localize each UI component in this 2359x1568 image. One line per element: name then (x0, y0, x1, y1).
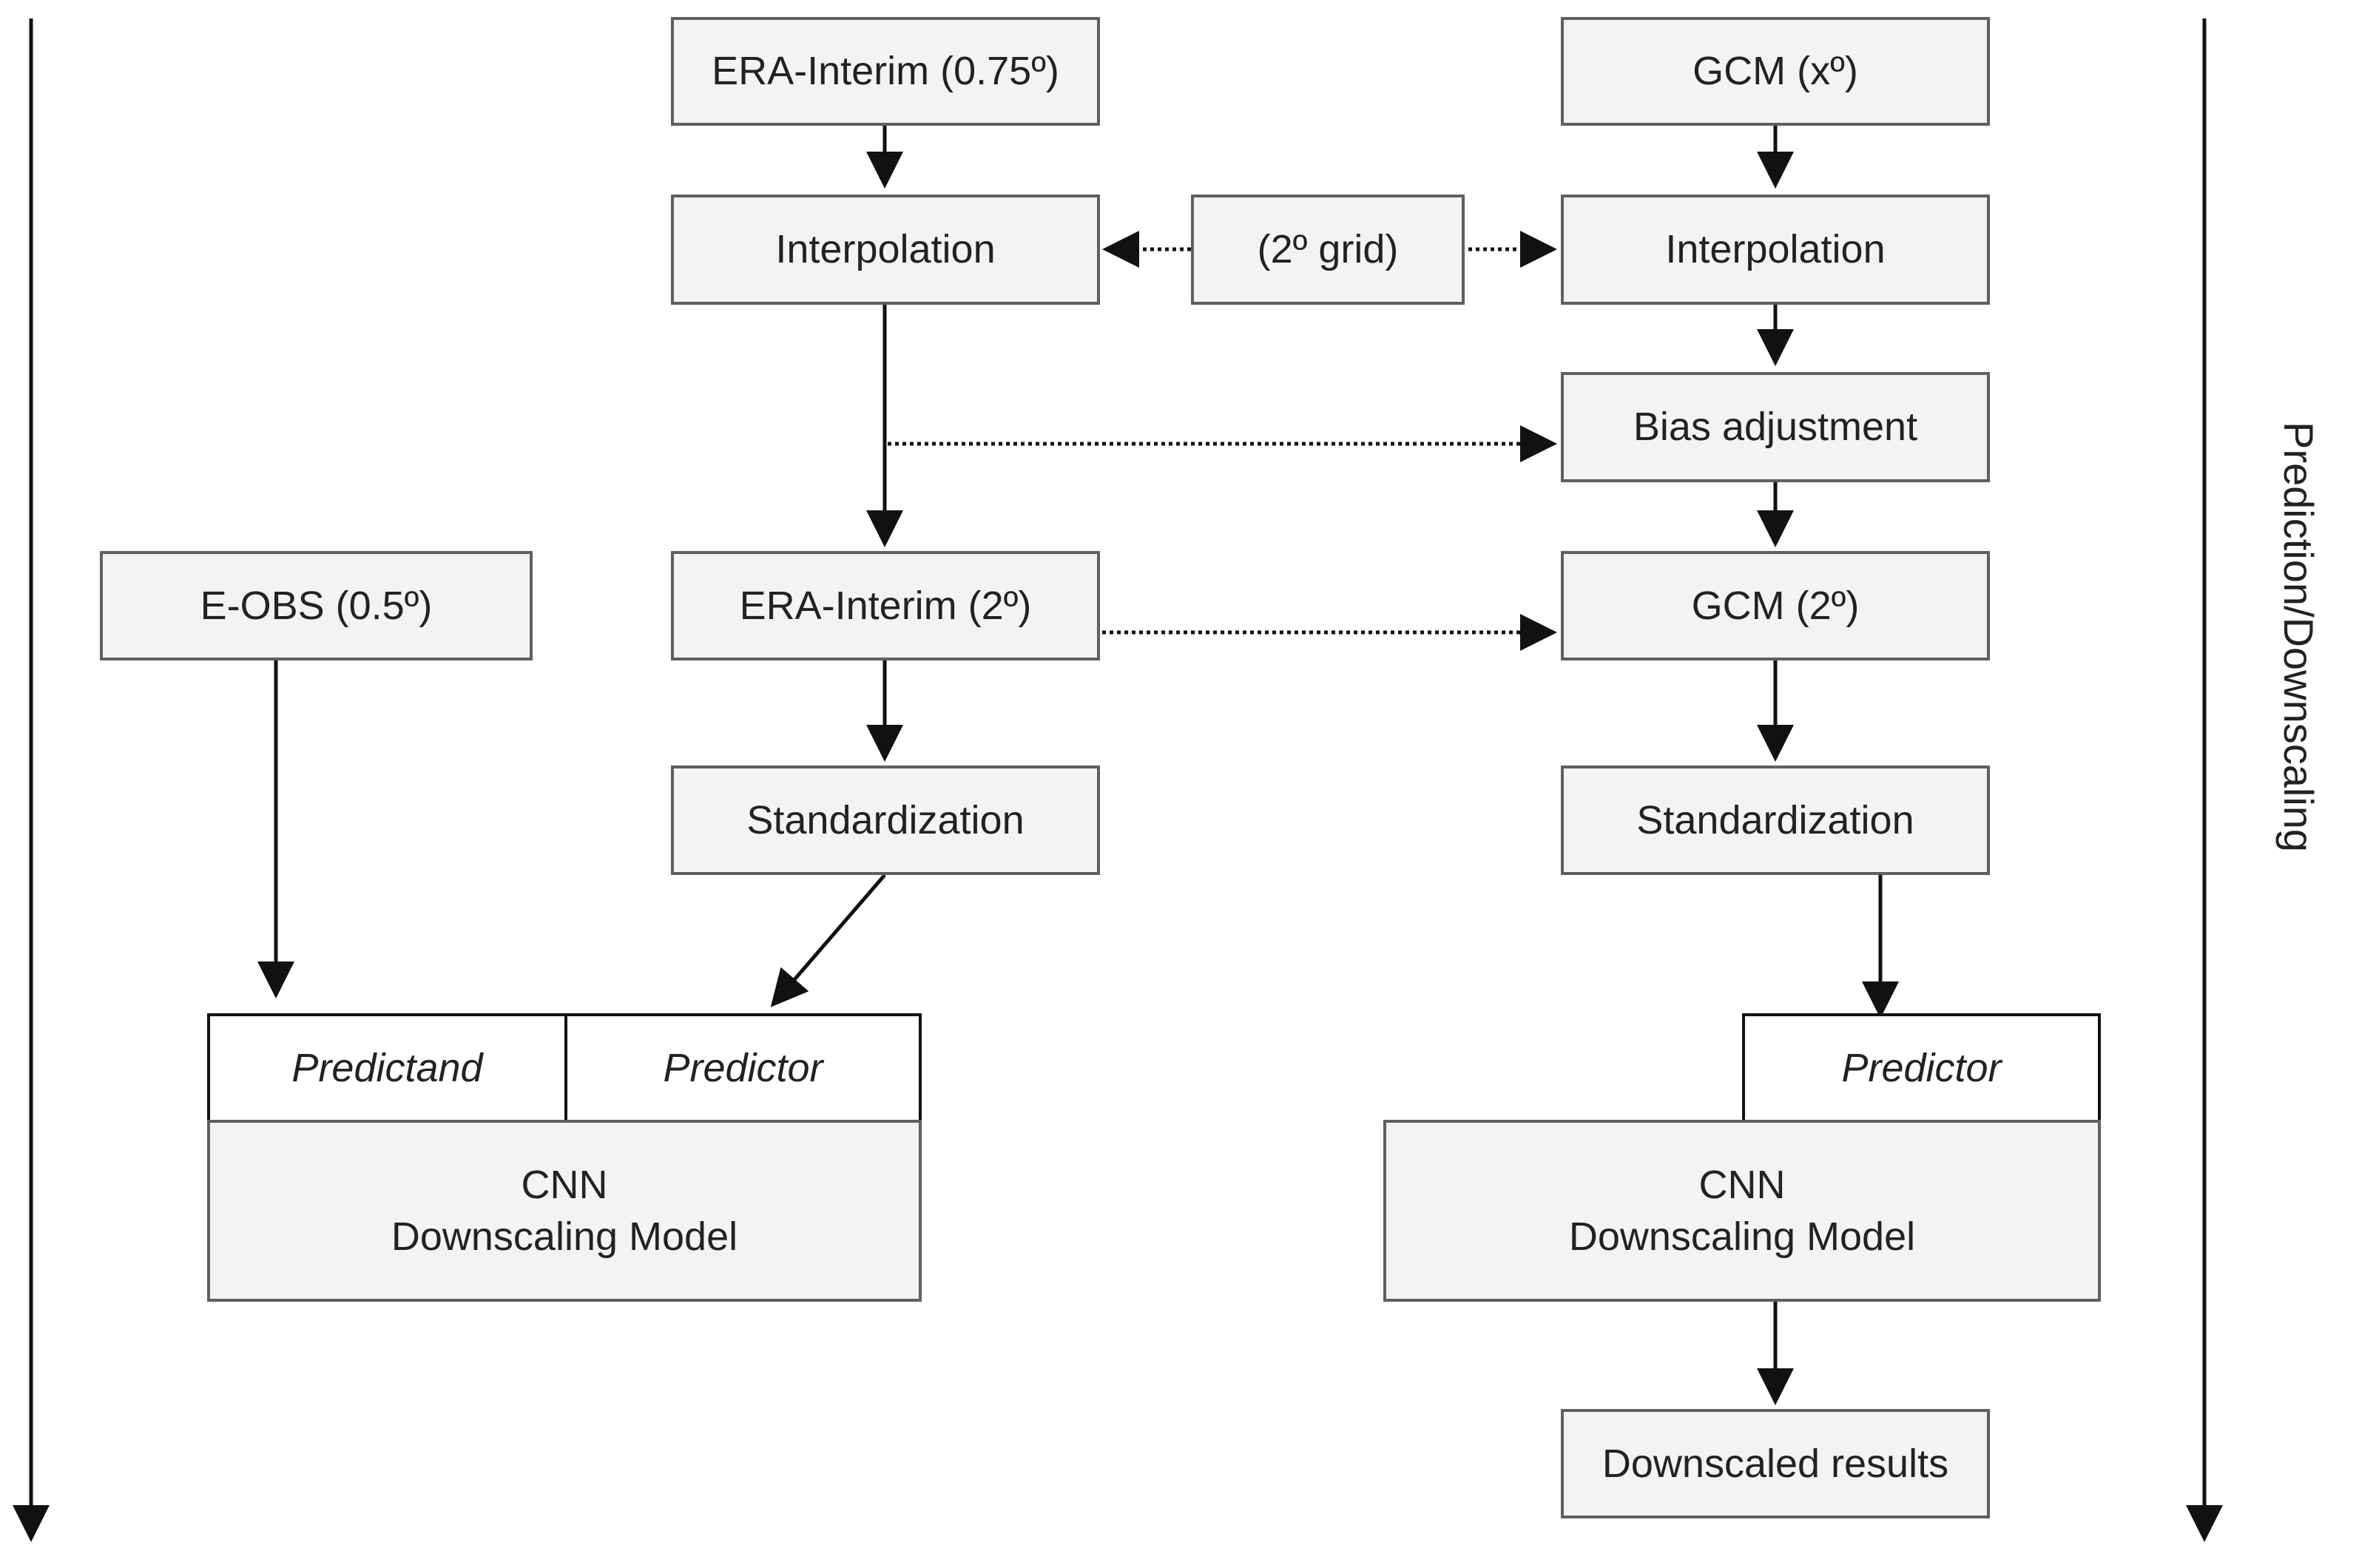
grid-2-box: (2º grid) (1191, 195, 1465, 305)
standardization-left-box: Standardization (671, 766, 1100, 875)
standardization-left-label: Standardization (746, 797, 1025, 842)
cnn-left-subtitle: Downscaling Model (391, 1214, 738, 1259)
cnn-right-box: CNN Downscaling Model (1383, 1120, 2101, 1302)
era-interim-2-box: ERA-Interim (2º) (671, 551, 1100, 660)
predictand-box: Predictand (207, 1013, 567, 1123)
predictor-right-box: Predictor (1742, 1013, 2101, 1123)
gcm-2-box: GCM (2º) (1561, 551, 1990, 660)
predictor-left-label: Predictor (663, 1045, 823, 1090)
gcm-x-label: GCM (xº) (1693, 49, 1858, 94)
gcm-x-box: GCM (xº) (1561, 17, 1990, 126)
interpolation-left-label: Interpolation (775, 227, 996, 272)
era-interim-2-label: ERA-Interim (2º) (739, 583, 1032, 628)
standardization-right-label: Standardization (1636, 797, 1914, 842)
interpolation-left-box: Interpolation (671, 195, 1100, 305)
bias-adjustment-label: Bias adjustment (1633, 405, 1918, 450)
bias-adjustment-box: Bias adjustment (1561, 372, 1990, 482)
cnn-right-subtitle: Downscaling Model (1568, 1214, 1916, 1259)
predictor-right-label: Predictor (1841, 1045, 2002, 1090)
era-interim-075-label: ERA-Interim (0.75º) (712, 49, 1059, 94)
cnn-left-box: CNN Downscaling Model (207, 1120, 922, 1302)
eobs-box: E-OBS (0.5º) (100, 551, 533, 660)
grid-2-label: (2º grid) (1257, 227, 1399, 272)
era-interim-075-box: ERA-Interim (0.75º) (671, 17, 1100, 126)
interpolation-right-box: Interpolation (1561, 195, 1990, 305)
cnn-left-title: CNN (521, 1162, 608, 1207)
prediction-downscaling-label: Prediction/Downscaling (2275, 422, 2322, 853)
cnn-right-title: CNN (1698, 1162, 1786, 1207)
standardization-right-box: Standardization (1561, 766, 1990, 875)
arrow-std-to-predictor (770, 873, 886, 1007)
predictand-label: Predictand (291, 1045, 483, 1090)
eobs-label: E-OBS (0.5º) (200, 583, 433, 628)
downscaled-results-label: Downscaled results (1602, 1441, 1949, 1486)
downscaled-results-box: Downscaled results (1561, 1409, 1990, 1518)
predictor-left-box: Predictor (564, 1013, 922, 1123)
interpolation-right-label: Interpolation (1665, 227, 1886, 272)
gcm-2-label: GCM (2º) (1691, 583, 1860, 628)
